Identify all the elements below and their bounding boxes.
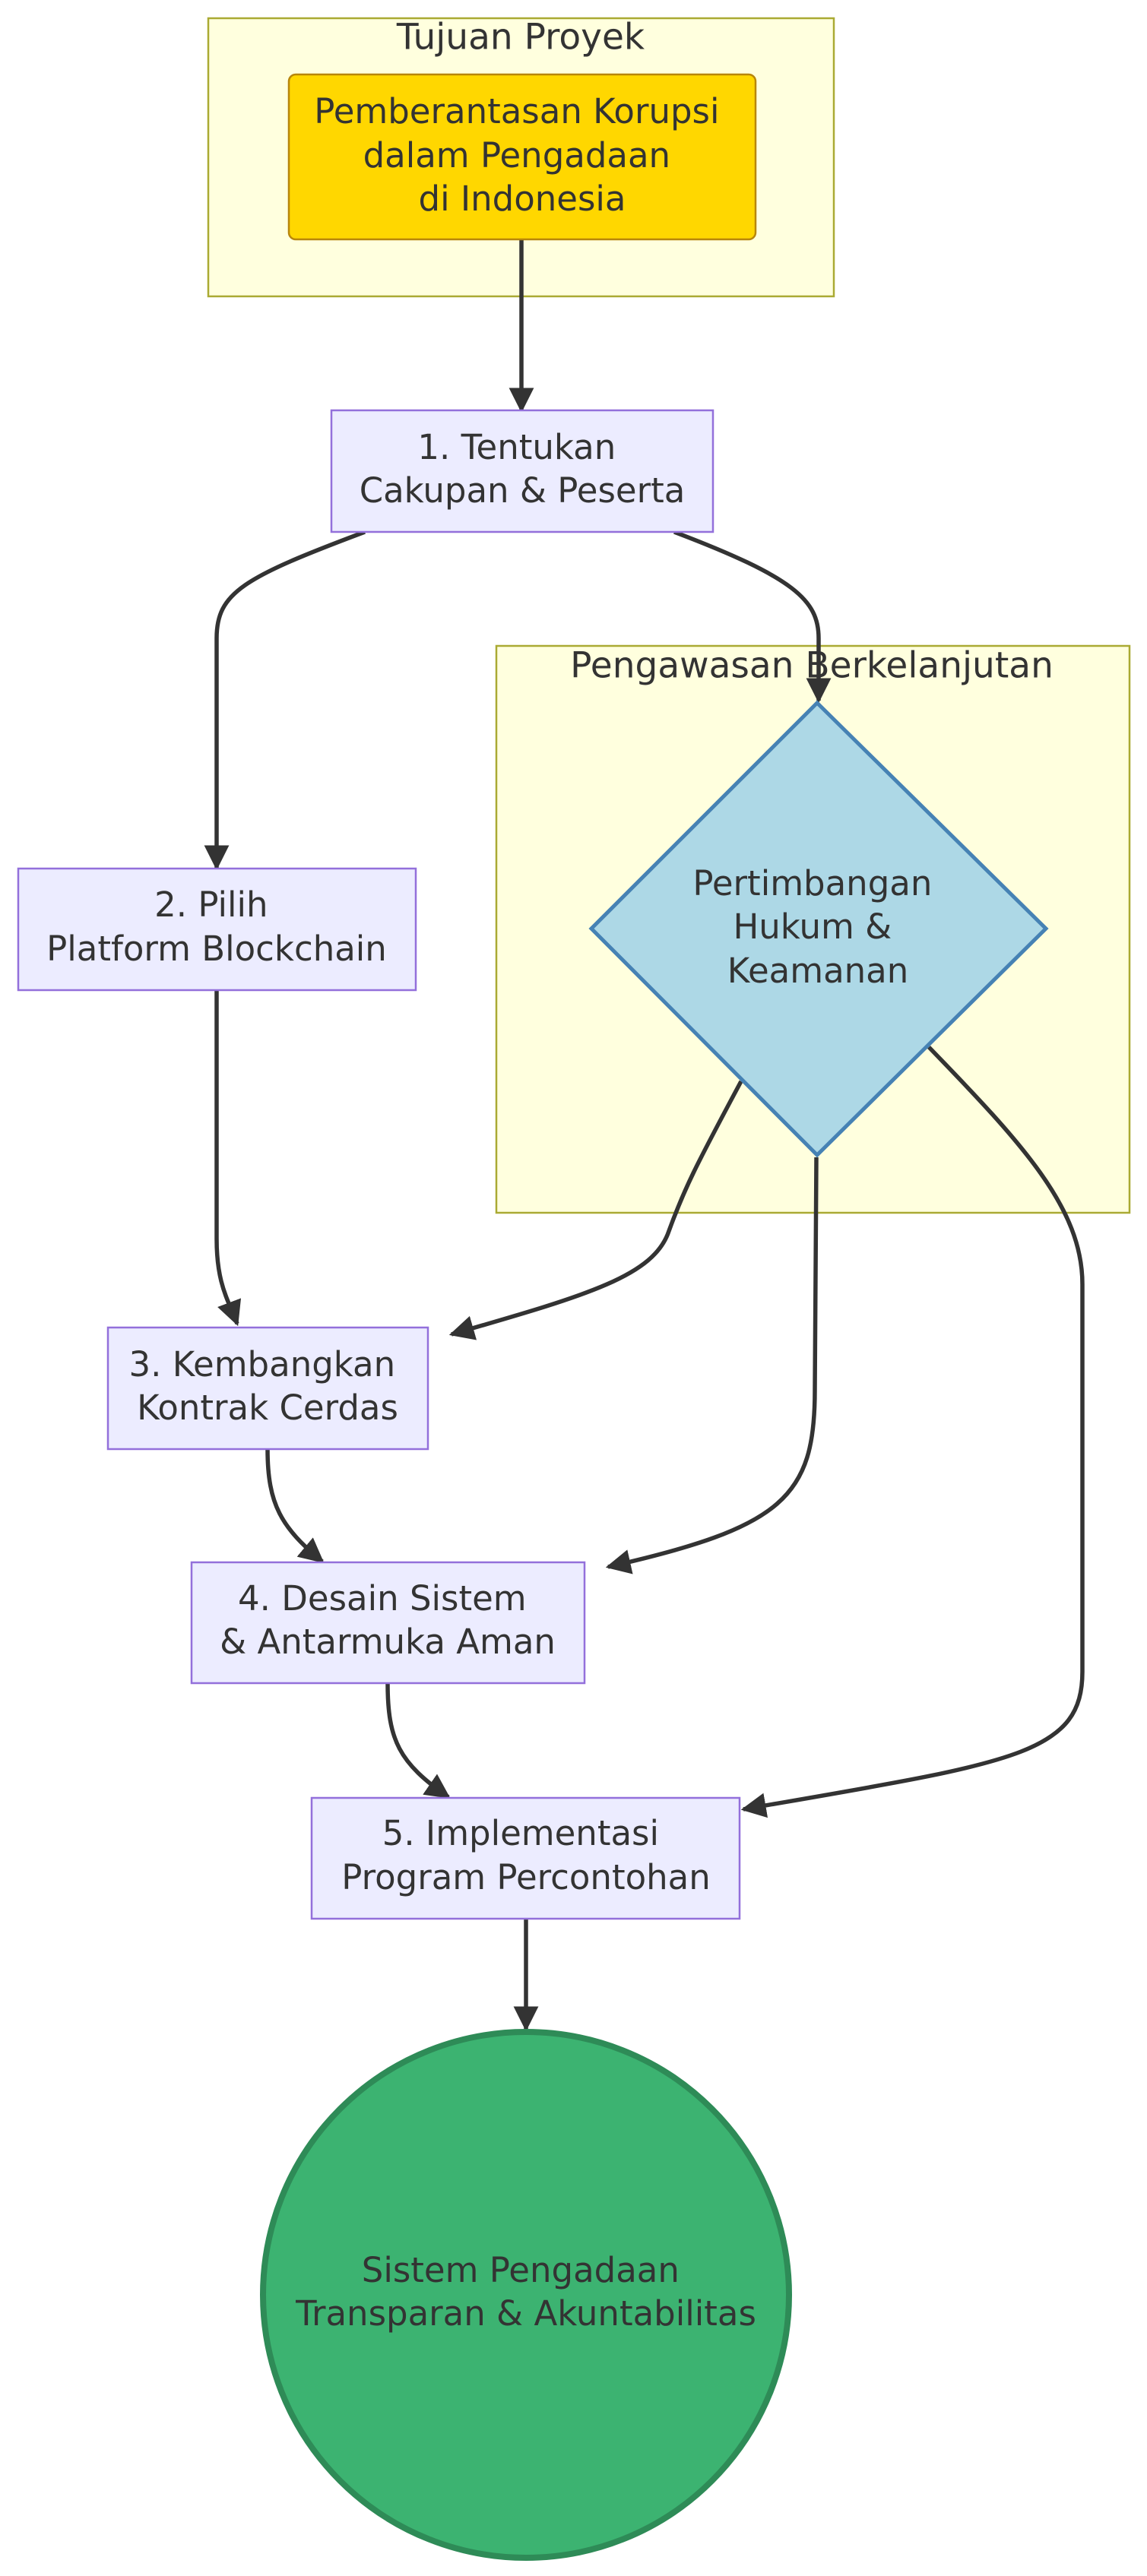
node-step3: 3. Kembangkan Kontrak Cerdas (106, 1326, 429, 1451)
node-legal: Pertimbangan Hukum & Keamanan (588, 700, 1049, 1158)
node-goal: Pemberantasan Korupsi dalam Pengadaan di… (287, 73, 757, 241)
edges (204, 239, 1085, 2032)
edge-step3-step4 (265, 1448, 325, 1564)
node-goal-line-3: di Indonesia (419, 179, 626, 219)
node-step3-line-2: Kontrak Cerdas (137, 1388, 398, 1428)
node-step2-line-1: 2. Pilih (154, 885, 268, 925)
edge-step1-step2 (204, 530, 366, 871)
node-step4-box (190, 1561, 586, 1685)
node-step4-line-1: 4. Desain Sistem (238, 1578, 527, 1619)
node-step5-box (310, 1796, 741, 1920)
node-goal-line-2: dalam Pengadaan (363, 135, 670, 176)
node-step2-line-2: Platform Blockchain (46, 929, 387, 969)
node-legal-line-2: Hukum & (733, 907, 892, 947)
node-final-circle (260, 2029, 792, 2561)
node-goal-label: Pemberantasan Korupsi dalam Pengadaan di… (314, 91, 730, 219)
node-step1-line-1: 1. Tentukan (417, 427, 616, 467)
node-step1: 1. Tentukan Cakupan & Peserta (330, 409, 714, 533)
edge-legal-step4 (605, 1157, 819, 1574)
edge-legal-step3 (448, 1080, 743, 1340)
node-step5-label: 5. Implementasi Program Percontohan (341, 1813, 711, 1897)
node-legal-line-3: Keamanan (727, 951, 909, 991)
node-final-line-1: Sistem Pengadaan (362, 2250, 680, 2290)
node-step5: 5. Implementasi Program Percontohan (310, 1796, 741, 1920)
node-step2-box (17, 867, 417, 992)
node-step5-line-1: 5. Implementasi (382, 1813, 659, 1853)
cluster-oversight-title: Pengawasan Berkelanjutan (570, 645, 1054, 687)
node-step4-line-2: & Antarmuka Aman (220, 1622, 556, 1662)
node-legal-label: Pertimbangan Hukum & Keamanan (692, 863, 943, 991)
node-final: Sistem Pengadaan Transparan & Akuntabili… (260, 2029, 792, 2561)
edge-legal-step5 (740, 1046, 1085, 1818)
node-step4-label: 4. Desain Sistem & Antarmuka Aman (220, 1578, 556, 1662)
node-legal-diamond (588, 700, 1049, 1158)
node-step1-line-2: Cakupan & Peserta (360, 470, 686, 511)
node-step3-box (106, 1326, 429, 1451)
node-goal-line-1: Pemberantasan Korupsi (314, 91, 719, 131)
node-step5-line-2: Program Percontohan (341, 1857, 711, 1897)
node-step1-box (330, 409, 714, 533)
node-step3-label: 3. Kembangkan Kontrak Cerdas (129, 1344, 407, 1428)
node-step2: 2. Pilih Platform Blockchain (17, 867, 417, 992)
node-final-line-2: Transparan & Akuntabilitas (295, 2293, 756, 2334)
edge-step4-step5 (385, 1682, 451, 1799)
node-step3-line-1: 3. Kembangkan (129, 1344, 396, 1385)
node-step2-label: 2. Pilih Platform Blockchain (46, 885, 387, 969)
node-final-label: Sistem Pengadaan Transparan & Akuntabili… (295, 2250, 756, 2334)
edge-step1-legal (673, 530, 832, 704)
node-legal-line-1: Pertimbangan (692, 863, 932, 903)
node-step1-label: 1. Tentukan Cakupan & Peserta (360, 427, 686, 511)
node-goal-box (287, 73, 757, 241)
node-step4: 4. Desain Sistem & Antarmuka Aman (190, 1561, 586, 1685)
cluster-goal-title: Tujuan Proyek (396, 17, 645, 59)
edge-step2-step3 (214, 990, 242, 1327)
